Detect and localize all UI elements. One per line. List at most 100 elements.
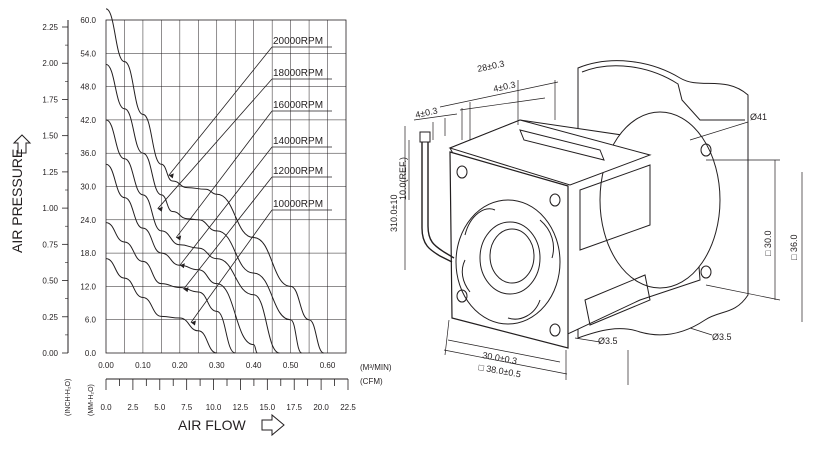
rpm-leader-line bbox=[183, 176, 273, 290]
x-m3-tick-label: 0.30 bbox=[209, 361, 225, 370]
y-mm-tick-label: 60.0 bbox=[80, 16, 96, 25]
rpm-label: 18000RPM bbox=[273, 68, 323, 79]
fan-blade-3 bbox=[461, 259, 471, 293]
y-inch-tick-label: 1.25 bbox=[42, 168, 58, 177]
y-inch-tick-label: 2.25 bbox=[42, 23, 58, 32]
x-cfm-tick-label: 12.5 bbox=[233, 403, 249, 412]
rpm-label: 12000RPM bbox=[273, 166, 323, 177]
rpm-leader-arrow bbox=[179, 263, 185, 269]
fan-drawing bbox=[419, 60, 749, 349]
dim-cable-length: 310.0±10 bbox=[389, 195, 399, 232]
rpm-label: 20000RPM bbox=[273, 36, 323, 47]
rpm-curve-12000rpm bbox=[105, 222, 236, 354]
cable-end bbox=[419, 131, 431, 143]
right-arrow-icon bbox=[261, 413, 285, 437]
x-cfm-tick-label: 22.5 bbox=[340, 403, 356, 412]
y-mm-tick-label: 30.0 bbox=[80, 183, 96, 192]
rpm-leaders: 20000RPM18000RPM16000RPM14000RPM12000RPM… bbox=[157, 36, 332, 326]
dim-offset-left: 4±0.3 bbox=[414, 106, 438, 120]
rpm-leader-arrow bbox=[190, 320, 196, 326]
y-inch-tick-label: 2.00 bbox=[42, 59, 58, 68]
rpm-curve-16000rpm bbox=[105, 119, 280, 354]
y-inch-tick-label: 0.50 bbox=[42, 277, 58, 286]
y-inch-tick-label: 0.25 bbox=[42, 313, 58, 322]
x-unit-bottom-label: (CFM) bbox=[360, 377, 383, 386]
y-unit-mm-label: (MM-H₂O) bbox=[88, 384, 95, 416]
performance-chart: 2.252.001.751.501.251.000.750.500.250.00… bbox=[9, 8, 392, 437]
rpm-curve-18000rpm bbox=[105, 63, 303, 354]
rpm-leader-line bbox=[179, 146, 273, 266]
fan-hub-inner bbox=[489, 228, 535, 284]
rpm-leader-line bbox=[157, 78, 273, 209]
y-mm-tick-label: 0.0 bbox=[85, 349, 97, 358]
dim-hole-right: Ø3.5 bbox=[712, 332, 732, 342]
rpm-curve-20000rpm bbox=[105, 8, 325, 354]
housing-panel-edge bbox=[581, 65, 745, 121]
rpm-label: 16000RPM bbox=[273, 100, 323, 111]
fan-blade-2 bbox=[507, 299, 541, 320]
x-m3-tick-label: 0.10 bbox=[135, 361, 151, 370]
y-mm-tick-label: 6.0 bbox=[85, 316, 97, 325]
x-m3-tick-label: 0.60 bbox=[320, 361, 336, 370]
rpm-leader-line bbox=[168, 46, 273, 176]
fan-blade-4 bbox=[539, 219, 554, 259]
mount-hole-tr bbox=[549, 193, 561, 207]
y-axes: 2.252.001.751.501.251.000.750.500.250.00… bbox=[42, 16, 96, 358]
y-mm-tick-label: 54.0 bbox=[80, 49, 96, 58]
x-unit-top-label: (M³/MIN) bbox=[360, 363, 392, 372]
y-mm-tick-label: 42.0 bbox=[80, 116, 96, 125]
y-mm-tick-label: 18.0 bbox=[80, 249, 96, 258]
dim-cable-ref: 10.0(REF.) bbox=[398, 157, 408, 200]
y-mm-tick-label: 48.0 bbox=[80, 83, 96, 92]
mount-hole-bl bbox=[456, 289, 468, 303]
x-axis-title: AIR FLOW bbox=[178, 417, 246, 433]
rpm-curves bbox=[105, 8, 325, 354]
y-inch-tick-label: 1.00 bbox=[42, 204, 58, 213]
y-mm-tick-label: 36.0 bbox=[80, 149, 96, 158]
panel-hole-bottom bbox=[700, 265, 712, 279]
dimension-lines bbox=[404, 80, 803, 385]
panel-hole-top bbox=[700, 143, 712, 157]
y-mm-tick-label: 12.0 bbox=[80, 282, 96, 291]
x-m3-tick-label: 0.40 bbox=[246, 361, 262, 370]
fan-top-slot bbox=[519, 129, 605, 161]
mount-hole-br bbox=[549, 323, 561, 337]
fan-cable-2 bbox=[427, 140, 455, 259]
rpm-curve-10000rpm bbox=[105, 258, 217, 354]
fan-hub-cylinder bbox=[599, 111, 721, 289]
fan-front-opening bbox=[455, 199, 561, 325]
dim-width-top: 28±0.3 bbox=[476, 58, 505, 73]
dim-square-30: □ 30.0 bbox=[763, 231, 773, 256]
mount-hole-tl bbox=[456, 165, 468, 179]
y-inch-tick-label: 0.75 bbox=[42, 240, 58, 249]
y-axis-title: AIR PRESSURE bbox=[9, 149, 25, 253]
y-inch-tick-label: 0.00 bbox=[42, 349, 58, 358]
x-m3-tick-label: 0.00 bbox=[98, 361, 114, 370]
fan-side-vent-2 bbox=[584, 274, 651, 326]
rpm-leader-line bbox=[190, 209, 273, 323]
dim-diameter-41: Ø41 bbox=[750, 112, 767, 122]
x-cfm-tick-label: 10.0 bbox=[206, 403, 222, 412]
dimension-labels: 28±0.3 4±0.3 4±0.3 310.0±10 10.0(REF.) Ø… bbox=[389, 58, 799, 379]
fan-top-face bbox=[448, 119, 652, 186]
x-cfm-tick-label: 5.0 bbox=[154, 403, 166, 412]
fan-hub bbox=[479, 221, 541, 295]
rpm-leader-arrow bbox=[176, 235, 182, 241]
rpm-label: 10000RPM bbox=[273, 199, 323, 210]
fan-side-vents bbox=[579, 164, 651, 251]
fan-blade-1 bbox=[464, 208, 496, 236]
x-cfm-tick-label: 15.0 bbox=[260, 403, 276, 412]
dim-square-36: □ 36.0 bbox=[789, 235, 799, 260]
x-cfm-tick-label: 20.0 bbox=[313, 403, 329, 412]
dim-offset-right: 4±0.3 bbox=[492, 80, 516, 94]
x-cfm-tick-label: 17.5 bbox=[286, 403, 302, 412]
x-m3-tick-label: 0.50 bbox=[283, 361, 299, 370]
y-unit-inch-label: (INCH-H₂O) bbox=[65, 379, 72, 416]
x-cfm-tick-label: 7.5 bbox=[181, 403, 193, 412]
y-inch-tick-label: 1.50 bbox=[42, 132, 58, 141]
rpm-leader-arrow bbox=[168, 173, 174, 179]
x-cfm-tick-label: 2.5 bbox=[127, 403, 139, 412]
